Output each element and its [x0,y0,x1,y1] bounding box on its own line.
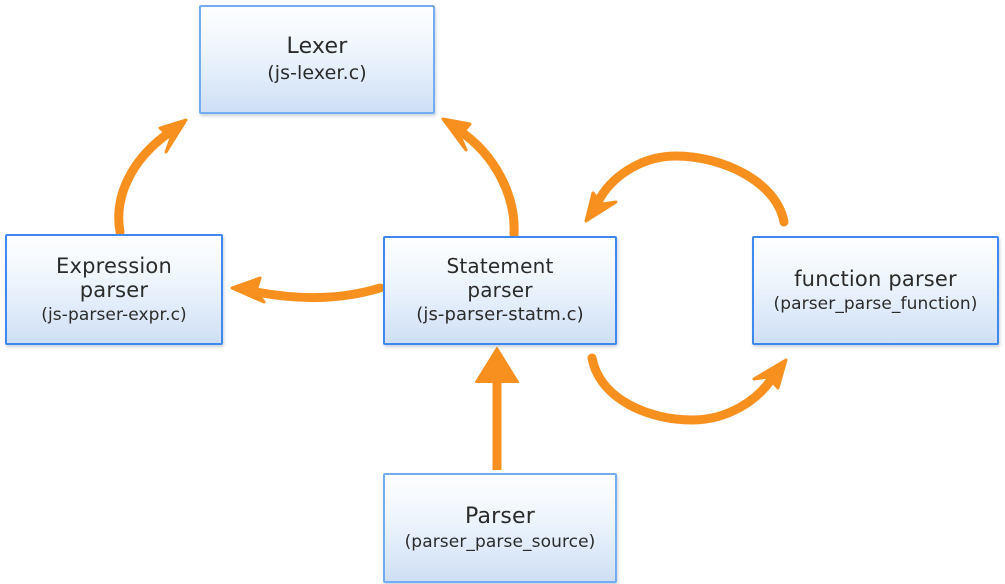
node-function-parser-title: function parser [794,267,957,292]
node-lexer[interactable]: Lexer (js-lexer.c) [199,5,435,114]
edge-statement-parser-to-expression-parser [230,276,385,304]
node-parser-title: Parser [464,504,536,529]
node-expression-parser-title: Expression parser [56,253,172,303]
node-expression-parser[interactable]: Expression parser (js-parser-expr.c) [5,234,223,345]
edge-function-parser-to-statement-parser [584,151,789,227]
node-statement-parser-title: Statement parser [446,254,554,302]
edge-statement-parser-to-lexer [441,117,519,239]
edge-statement-parser-to-function-parser [587,353,788,425]
edge-expression-parser-to-lexer [114,118,188,237]
node-expression-parser-subtitle: (js-parser-expr.c) [41,305,187,326]
node-parser[interactable]: Parser (parser_parse_source) [383,473,617,583]
node-function-parser[interactable]: function parser (parser_parse_function) [752,236,999,345]
node-lexer-title: Lexer [286,34,348,60]
node-function-parser-subtitle: (parser_parse_function) [773,293,978,314]
node-parser-subtitle: (parser_parse_source) [404,531,596,552]
node-statement-parser[interactable]: Statement parser (js-parser-statm.c) [383,236,617,345]
edge-parser-to-statement-parser [475,347,519,470]
node-statement-parser-subtitle: (js-parser-statm.c) [416,304,584,326]
node-lexer-subtitle: (js-lexer.c) [267,62,367,85]
